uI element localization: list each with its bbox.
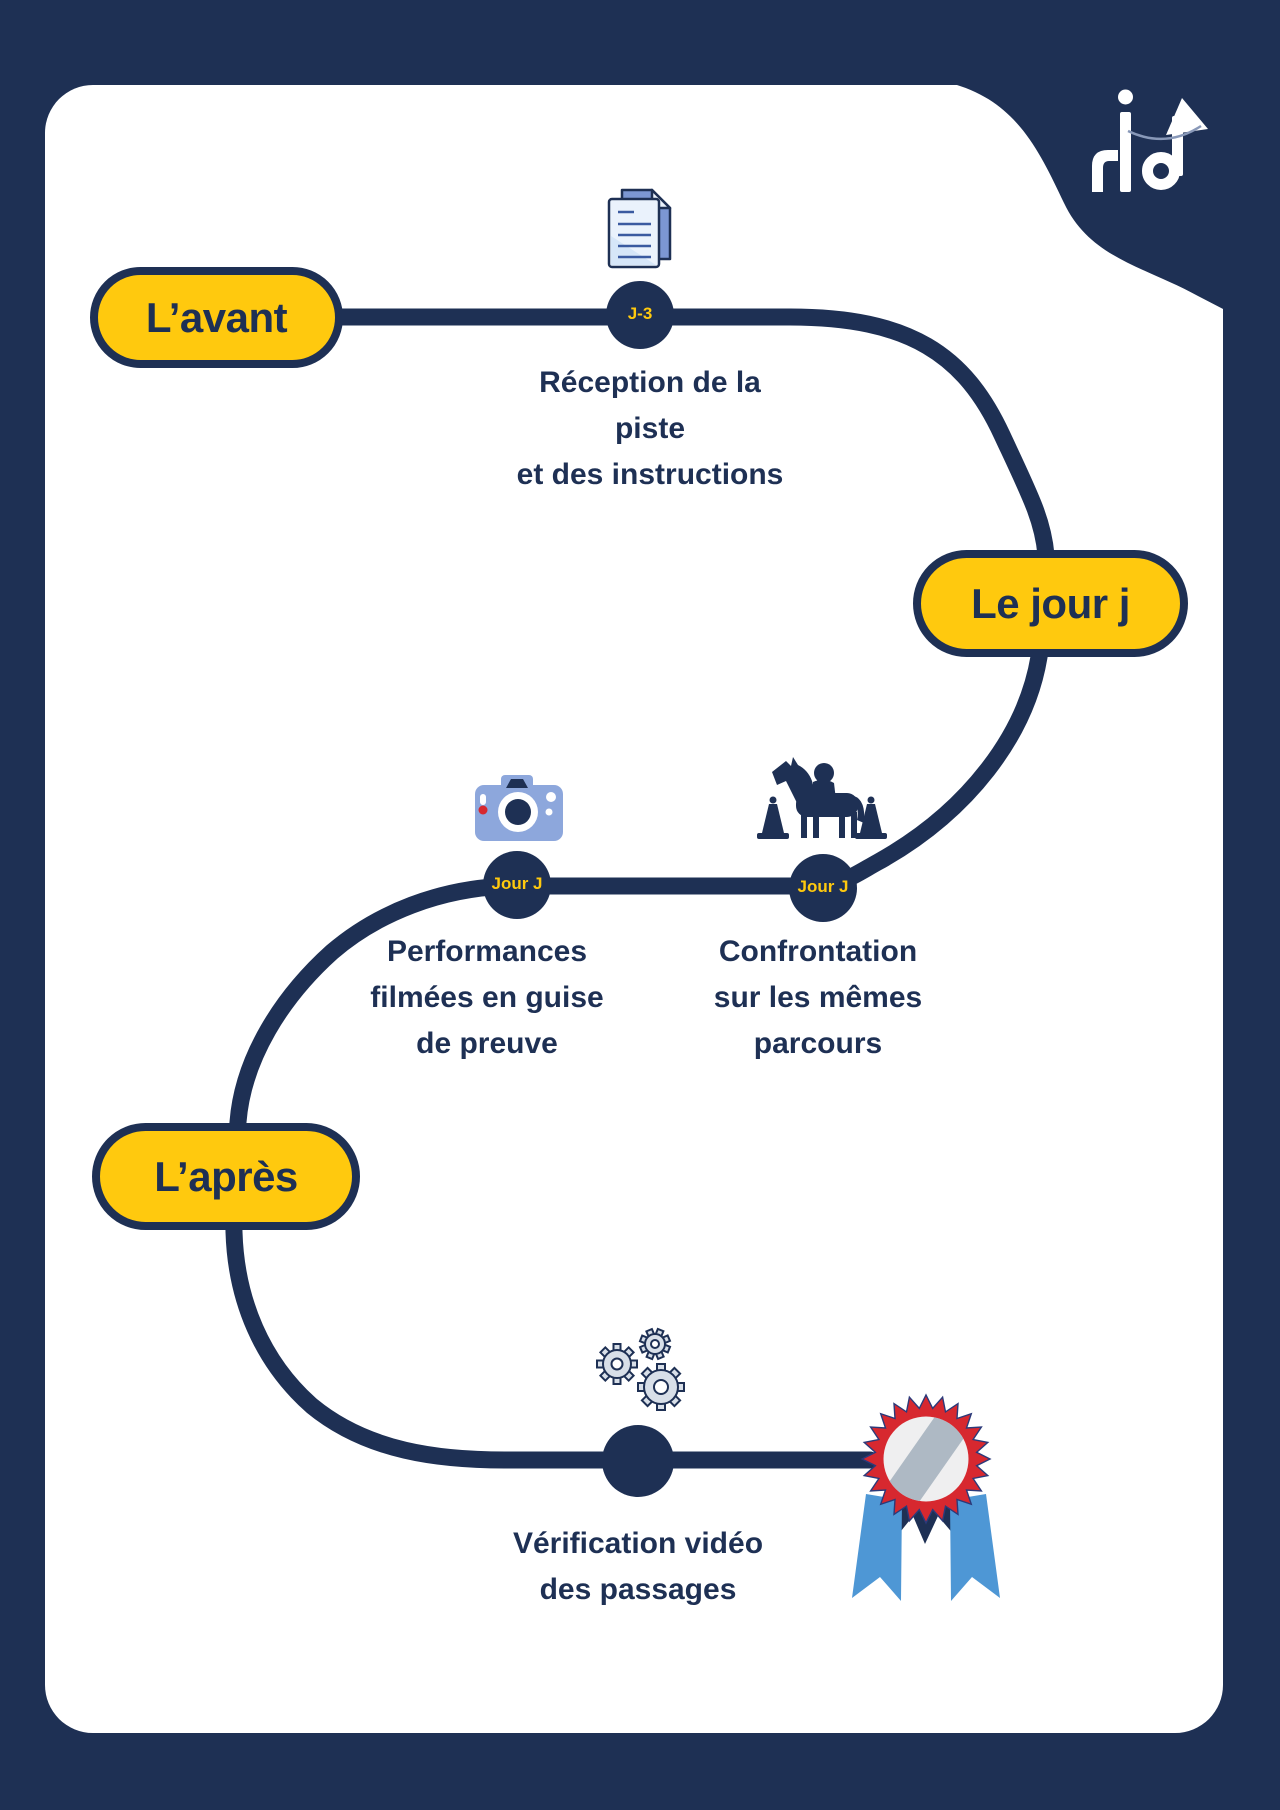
- ribbon-right: [950, 1494, 1000, 1601]
- horse-head-neck: [772, 757, 818, 803]
- logo-rein-line: [1127, 124, 1202, 141]
- phase-label-jour-j: Le jour j: [971, 579, 1130, 627]
- step-title-confrontation: Confrontation sur les mêmes parcours: [713, 935, 923, 1060]
- brand-logo: [1092, 89, 1208, 192]
- gear-medium: [596, 1343, 638, 1385]
- horse-tail: [851, 796, 865, 823]
- cone-left-icon: [757, 796, 789, 839]
- phase-pill-apres: L’après: [92, 1123, 360, 1230]
- step-title-performances: Performances filmées en guise de preuve: [370, 935, 604, 1060]
- phase-label-apres: L’après: [154, 1152, 298, 1200]
- step-title-verification: Vérification vidéo des passages: [512, 1527, 764, 1606]
- phase-label-avant: L’avant: [145, 293, 288, 341]
- timeline-node-performances: [483, 851, 551, 919]
- node-badge-j3: J-3: [627, 304, 653, 323]
- node-badge-confrontation: Jour J: [797, 877, 849, 896]
- horse-body: [796, 793, 858, 817]
- award-ribbon-icon: [852, 1393, 1000, 1601]
- timeline-node-verification: [602, 1425, 674, 1497]
- record-dot: [478, 805, 488, 815]
- logo-letter-r: [1092, 150, 1118, 192]
- step-title-reception: Réception de la piste et des instruction…: [516, 366, 784, 491]
- phase-pill-jour-j: Le jour j: [913, 550, 1188, 657]
- ribbon-left: [852, 1494, 902, 1601]
- node-badge-performances: Jour J: [491, 874, 543, 893]
- gears-icon: [596, 1327, 685, 1411]
- logo-horse-head-arrow: [1166, 98, 1208, 135]
- gear-large: [637, 1363, 685, 1411]
- logo-letter-i-dot: [1118, 89, 1133, 105]
- documents-icon: [607, 188, 672, 269]
- camera-icon: [475, 775, 563, 841]
- horse-rider-cones-icon: [757, 757, 887, 839]
- gear-small: [638, 1327, 672, 1361]
- rider-head: [814, 763, 834, 783]
- phase-pill-avant: L’avant: [90, 267, 343, 368]
- logo-letter-i-stem: [1120, 112, 1131, 192]
- timeline-node-confrontation: [789, 854, 857, 922]
- cone-right-icon: [855, 796, 887, 839]
- timeline-node-j3: [606, 281, 674, 349]
- rosette-band: [875, 1399, 978, 1519]
